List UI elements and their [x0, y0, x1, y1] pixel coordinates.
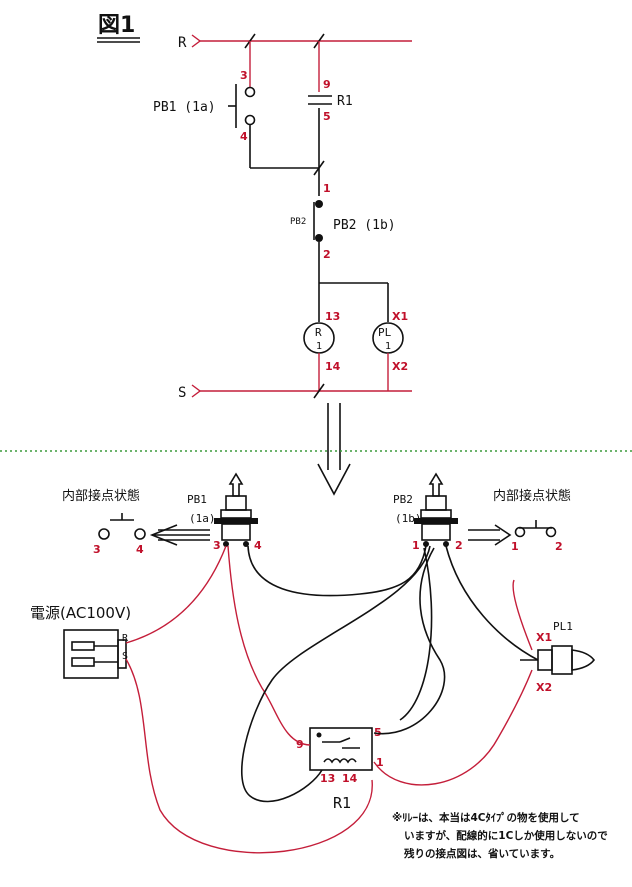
svg-text:3: 3 — [240, 69, 248, 82]
svg-text:図1: 図1 — [98, 13, 135, 38]
svg-text:PL: PL — [378, 326, 392, 339]
svg-text:14: 14 — [325, 360, 341, 373]
svg-text:PB1: PB1 — [187, 493, 207, 506]
svg-text:PB2: PB2 — [393, 493, 413, 506]
wire-pb2-to-lamp — [445, 545, 539, 661]
svg-text:1: 1 — [376, 756, 384, 769]
pb1-internal-state: 内部接点状態 3 4 — [62, 488, 146, 556]
svg-text:9: 9 — [296, 738, 304, 751]
svg-text:X1: X1 — [392, 310, 408, 323]
wiring-diagram: 内部接点状態 3 4 PB1 (1a) 3 4 — [30, 472, 608, 860]
svg-text:X2: X2 — [536, 681, 552, 694]
ladder-schematic: R 3 4 PB1 (1a) 9 R1 5 1 PB2 PB2 (1b) 2 — [153, 33, 412, 401]
wire-pb2-to-relay5 — [373, 547, 446, 735]
svg-text:1: 1 — [511, 540, 519, 553]
power-outlet: 電源(AC100V) R S — [30, 604, 131, 679]
svg-text:1: 1 — [323, 182, 331, 195]
wire-r-to-pb1 — [125, 545, 227, 644]
pb2-device: PB2 (1b) 1 2 — [393, 472, 463, 552]
svg-text:PL1: PL1 — [553, 620, 573, 633]
wire-relay-to-lamp — [373, 669, 533, 786]
svg-text:3: 3 — [93, 543, 101, 556]
svg-text:4: 4 — [254, 539, 262, 552]
svg-text:R: R — [315, 326, 322, 339]
pilot-lamp-device: PL1 X1 X2 — [520, 620, 596, 694]
pb2-contact-bottom — [315, 234, 323, 242]
relay-note: ※ﾘﾚｰは、本当は4Cﾀｲﾌﾟの物を使用して いますが、配線的に1Cしか使用しな… — [392, 811, 608, 860]
wire-s-to-relay — [125, 658, 373, 854]
svg-text:X2: X2 — [392, 360, 408, 373]
svg-text:X1: X1 — [536, 631, 552, 644]
svg-text:※ﾘﾚｰは、本当は4Cﾀｲﾌﾟの物を使用して: ※ﾘﾚｰは、本当は4Cﾀｲﾌﾟの物を使用して — [392, 811, 580, 824]
pb2-internal-state: 内部接点状態 1 2 — [493, 488, 571, 553]
wire-pb1-to-relay9 — [227, 545, 311, 746]
down-arrow-icon — [317, 403, 351, 496]
svg-text:2: 2 — [555, 540, 563, 553]
pb1-contact-bottom — [244, 114, 256, 126]
pb2-label: PB2 (1b) — [333, 218, 396, 233]
svg-text:内部接点状態: 内部接点状態 — [493, 488, 571, 504]
pb2-contact-top — [315, 200, 323, 208]
pb1-device: PB1 (1a) 3 4 — [187, 472, 262, 552]
r1-contact-label: R1 — [337, 94, 353, 109]
pb1-contact-top — [244, 86, 256, 98]
svg-text:1: 1 — [316, 341, 322, 352]
svg-text:1: 1 — [412, 539, 420, 552]
relay-name: R1 — [333, 794, 351, 812]
svg-text:R: R — [122, 633, 129, 644]
svg-text:4: 4 — [240, 130, 248, 143]
svg-text:2: 2 — [455, 539, 463, 552]
svg-text:5: 5 — [323, 110, 331, 123]
pb1-label: PB1 (1a) — [153, 100, 216, 115]
svg-text:3: 3 — [213, 539, 221, 552]
rail-r-label: R — [178, 35, 187, 51]
svg-text:2: 2 — [323, 248, 331, 261]
svg-text:PB2: PB2 — [290, 217, 306, 227]
left-arrow-icon — [149, 524, 210, 546]
power-label: 電源(AC100V) — [30, 604, 131, 622]
right-arrow-icon — [468, 524, 512, 546]
svg-text:(1a): (1a) — [189, 512, 216, 525]
svg-text:残りの接点図は、省いています。: 残りの接点図は、省いています。 — [404, 847, 560, 860]
svg-text:13: 13 — [320, 772, 335, 785]
relay-device: 9 5 13 14 1 R1 — [296, 726, 384, 812]
svg-text:S: S — [122, 651, 128, 662]
svg-text:14: 14 — [342, 772, 358, 785]
svg-text:いますが、配線的に1Cしか使用しないので: いますが、配線的に1Cしか使用しないので — [404, 829, 608, 842]
wire-pb2-to-relay13 — [241, 545, 431, 803]
svg-text:内部接点状態: 内部接点状態 — [62, 488, 140, 504]
svg-text:1: 1 — [385, 341, 391, 352]
svg-text:4: 4 — [136, 543, 144, 556]
svg-text:5: 5 — [374, 726, 382, 739]
wire-pb1-to-pb2 — [247, 545, 427, 597]
svg-text:9: 9 — [323, 78, 331, 91]
rail-s-label: S — [178, 385, 186, 401]
figure-title: 図1 — [97, 13, 140, 43]
svg-text:13: 13 — [325, 310, 340, 323]
